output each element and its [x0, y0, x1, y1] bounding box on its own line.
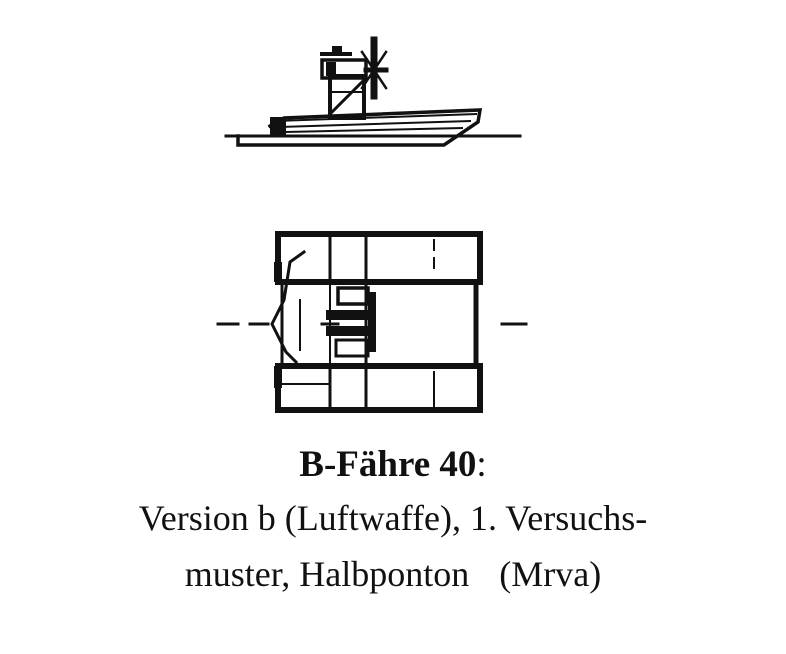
- caption-line-3: muster, Halbponton (Mrva): [0, 556, 786, 592]
- deckhouse: [328, 74, 366, 120]
- caption-title: B-Fähre 40:: [0, 446, 786, 483]
- caption-line-3-text: muster, Halbponton: [184, 554, 470, 594]
- caption-source: (Mrva): [499, 554, 602, 594]
- upper-pontoon: [274, 231, 483, 285]
- plan-view: [216, 231, 528, 413]
- propeller-icon: [360, 36, 389, 100]
- caption-title-text: B-Fähre 40: [299, 444, 477, 485]
- ferry-drawing: [216, 36, 528, 413]
- caption-title-colon: :: [476, 444, 487, 485]
- engine-block-icon: [320, 286, 376, 358]
- caption-line-2: Version b (Luftwaffe), 1. Versuchs-: [138, 498, 648, 538]
- side-view: [224, 36, 522, 147]
- lower-pontoon: [274, 363, 483, 413]
